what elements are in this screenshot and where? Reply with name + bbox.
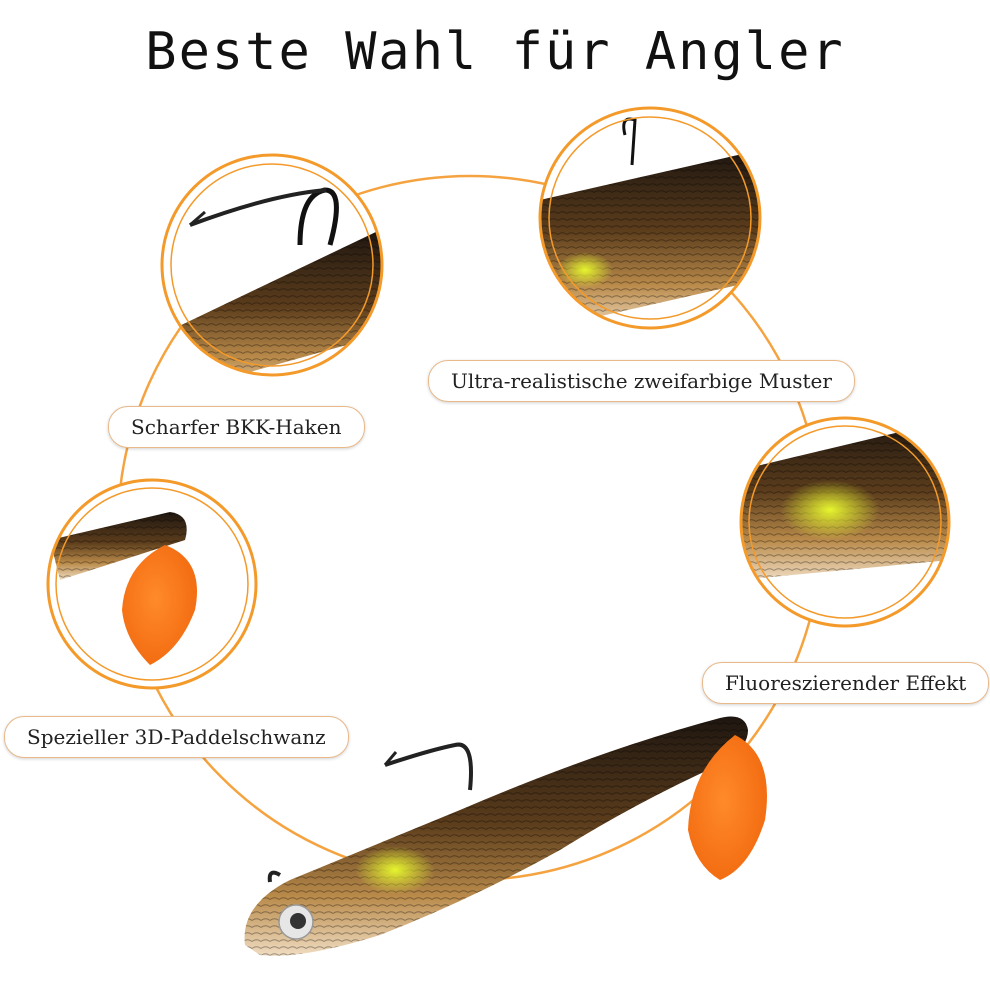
feature-label-paddle-tail: Spezieller 3D-Paddelschwanz: [4, 716, 349, 758]
paddle-tail-closeup-icon: [46, 478, 258, 690]
feature-label-hook: Scharfer BKK-Haken: [108, 406, 365, 448]
lure-hook-icon: [384, 742, 473, 791]
lure-paddle-tail: [688, 735, 767, 880]
soft-lure-image: [244, 716, 767, 956]
page-title: Beste Wahl für Angler: [145, 22, 845, 82]
feature-label-pattern: Ultra-realistische zweifarbige Muster: [428, 360, 855, 402]
feature-label-fluorescent: Fluoreszierender Effekt: [702, 662, 990, 704]
fluorescent-belly-closeup-icon: [739, 416, 951, 628]
scale-pattern-closeup-icon: [538, 106, 762, 330]
hook-closeup-icon: [160, 153, 384, 377]
